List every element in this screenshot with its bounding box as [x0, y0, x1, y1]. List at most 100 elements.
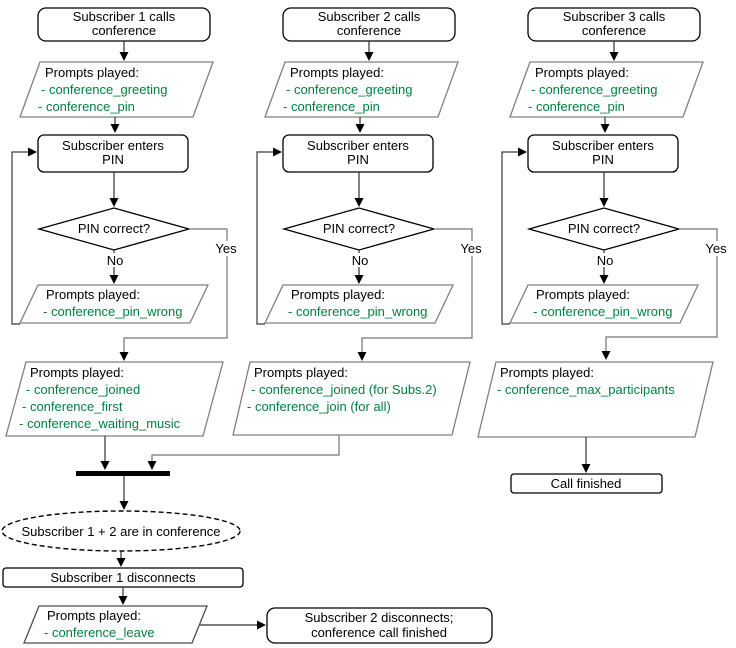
prompt-item: - conference_greeting — [531, 82, 657, 97]
arrowhead — [257, 620, 266, 630]
arrowhead — [109, 198, 119, 207]
decision-label: PIN correct? — [568, 221, 640, 236]
prompt-item: - conference_pin — [38, 99, 135, 114]
sub2-disconnects-label: Subscriber 2 disconnects; — [305, 610, 454, 625]
prompts-title: Prompts played: — [254, 365, 348, 380]
prompts-greeting-node — [264, 61, 459, 118]
arrowhead — [599, 275, 609, 284]
arrowhead — [357, 352, 367, 361]
arrowhead — [601, 351, 611, 360]
enter-pin-label: PIN — [592, 152, 614, 167]
prompt-item: - conference_pin_wrong — [288, 304, 427, 319]
call-finished-node — [510, 473, 663, 494]
no-label: No — [597, 253, 614, 268]
no-label-bg — [103, 253, 127, 267]
pin-wrong-node — [18, 284, 210, 324]
merge-connector — [151, 435, 340, 461]
enter-pin-label: Subscriber enters — [552, 138, 654, 153]
pin-wrong-node — [508, 284, 700, 324]
retry-loop-connector — [256, 151, 273, 325]
yes-label: Yes — [460, 241, 482, 256]
prompts-title: Prompts played: — [46, 287, 140, 302]
arrowhead — [518, 147, 527, 157]
enter-pin-label: Subscriber enters — [62, 138, 164, 153]
start-label: Subscriber 3 calls — [563, 9, 666, 24]
prompt-item: - conference_greeting — [286, 82, 412, 97]
yes-label-bg — [456, 241, 486, 256]
arrowhead — [100, 461, 110, 470]
arrowhead — [364, 52, 374, 61]
enter-pin-label: PIN — [347, 152, 369, 167]
prompts-leave-node — [23, 605, 208, 644]
arrowhead — [28, 147, 37, 157]
column-subscriber-1: Subscriber 1 calls conference Prompts pl… — [5, 7, 241, 470]
in-conference-label: Subscriber 1 + 2 are in conference — [21, 524, 220, 539]
prompts-greeting-node — [509, 61, 704, 118]
prompts-title: Prompts played: — [500, 365, 594, 380]
arrowhead — [119, 501, 129, 510]
decision-label: PIN correct? — [78, 221, 150, 236]
column-subscriber-3: Subscriber 3 calls conference Prompts pl… — [477, 7, 731, 494]
arrowhead — [354, 275, 364, 284]
prompt-item: - conference_pin_wrong — [43, 304, 182, 319]
start-label: Subscriber 2 calls — [318, 9, 421, 24]
arrowhead — [119, 52, 129, 61]
start-label: conference — [337, 23, 401, 38]
call-finished-label: Call finished — [551, 476, 622, 491]
enter-pin-node — [282, 134, 434, 173]
enter-pin-node — [37, 134, 189, 173]
result-prompts-node — [232, 361, 471, 436]
arrowhead — [109, 275, 119, 284]
prompts-title: Prompts played: — [290, 65, 384, 80]
prompt-item: - conference_joined — [26, 382, 140, 397]
prompt-item: - conference_join (for all) — [247, 399, 391, 414]
arrowhead — [354, 198, 364, 207]
start-label: conference — [582, 23, 646, 38]
sync-bar — [76, 471, 170, 476]
decision-label: PIN correct? — [323, 221, 395, 236]
enter-pin-label: Subscriber enters — [307, 138, 409, 153]
arrowhead — [355, 124, 365, 133]
prompts-title: Prompts played: — [535, 65, 629, 80]
start-label: Subscriber 1 calls — [73, 9, 176, 24]
arrowhead — [599, 198, 609, 207]
sub2-disconnects-node — [266, 607, 493, 644]
prompt-item: - conference_first — [22, 399, 123, 414]
sub2-disconnects-label: conference call finished — [311, 625, 447, 640]
arrowhead — [273, 147, 282, 157]
prompt-item: - conference_leave — [44, 625, 155, 640]
prompts-title: Prompts played: — [47, 608, 141, 623]
sub1-disconnects-label: Subscriber 1 disconnects — [50, 570, 196, 585]
prompts-title: Prompts played: — [45, 65, 139, 80]
prompt-item: - conference_max_participants — [497, 382, 675, 397]
start-label: conference — [92, 23, 156, 38]
result-prompts-node — [5, 361, 224, 437]
prompt-item: - conference_pin — [528, 99, 625, 114]
yes-label-bg — [701, 241, 731, 256]
no-label-bg — [348, 253, 372, 267]
enter-pin-node — [527, 134, 679, 173]
prompts-title: Prompts played: — [291, 287, 385, 302]
retry-loop-connector — [11, 151, 28, 325]
yes-label-bg — [211, 241, 241, 256]
retry-loop-connector — [501, 151, 518, 325]
prompt-item: - conference_joined (for Subs.2) — [251, 382, 437, 397]
result-prompts-node — [477, 361, 714, 438]
arrowhead — [600, 124, 610, 133]
yes-label: Yes — [705, 241, 727, 256]
no-label: No — [352, 253, 369, 268]
arrowhead — [147, 461, 157, 470]
column-subscriber-2: Subscriber 2 calls conference Prompts pl… — [147, 7, 486, 470]
arrowhead — [110, 124, 120, 133]
yes-connector — [123, 228, 228, 352]
prompt-item: - conference_pin — [283, 99, 380, 114]
no-label: No — [107, 253, 124, 268]
prompts-title: Prompts played: — [30, 365, 124, 380]
merge-section: Subscriber 1 + 2 are in conference Subsc… — [1, 471, 493, 644]
prompt-item: - conference_pin_wrong — [533, 304, 672, 319]
yes-connector — [361, 228, 473, 352]
no-label-bg — [593, 253, 617, 267]
prompt-item: - conference_waiting_music — [19, 416, 181, 431]
